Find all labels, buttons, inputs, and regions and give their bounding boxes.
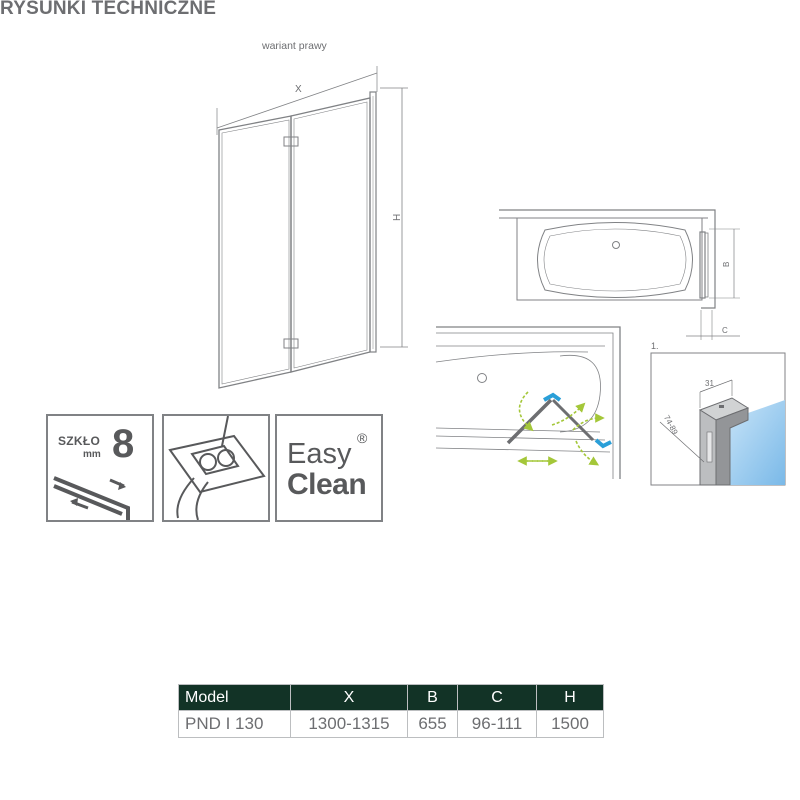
squeegee-drawing [168, 416, 266, 520]
front-view-drawing [216, 66, 408, 389]
clean-word: Clean [287, 468, 367, 501]
page-title: RYSUNKI TECHNICZNE [0, 0, 217, 19]
cell-x: 1300-1315 [290, 710, 408, 738]
dim-b-label: B [722, 262, 731, 267]
top-view-drawing [499, 209, 740, 340]
spec-table: Model X B C H PND I 130 1300-1315 655 96… [178, 684, 604, 738]
glass-value: 8 [112, 422, 135, 466]
glass-thickness-icon: SZKŁO mm 8 [46, 414, 154, 522]
cell-h: 1500 [536, 710, 604, 738]
glass-word: SZKŁO [58, 434, 101, 448]
easy-clean-icon: Easy ® Clean [275, 414, 383, 522]
header-b: B [407, 684, 458, 711]
easy-word: Easy [287, 438, 352, 470]
movement-arrows [517, 391, 605, 466]
dim-c-label: C [722, 326, 728, 335]
table-row: PND I 130 1300-1315 655 96-111 1500 [178, 710, 604, 738]
header-c: C [457, 684, 537, 711]
glass-unit: mm [83, 449, 101, 460]
variant-label: wariant prawy [262, 40, 327, 52]
squeegee-icon [162, 414, 270, 522]
detail-number: 1. [651, 341, 659, 351]
folding-highlight [543, 392, 612, 449]
dim-h-label: H [392, 214, 403, 221]
header-h: H [536, 684, 604, 711]
folding-view-drawing [435, 326, 621, 479]
cell-model: PND I 130 [178, 710, 291, 738]
cell-c: 96-111 [457, 710, 537, 738]
header-x: X [290, 684, 408, 711]
dim-x-label: X [295, 84, 302, 95]
header-model: Model [178, 684, 291, 711]
glass-pane-icon [53, 476, 130, 520]
registered-mark: ® [357, 430, 368, 446]
detail-dim-31: 31 [705, 379, 714, 388]
cell-b: 655 [407, 710, 458, 738]
spec-header-row: Model X B C H [178, 684, 604, 711]
detail-drawing [650, 352, 786, 486]
